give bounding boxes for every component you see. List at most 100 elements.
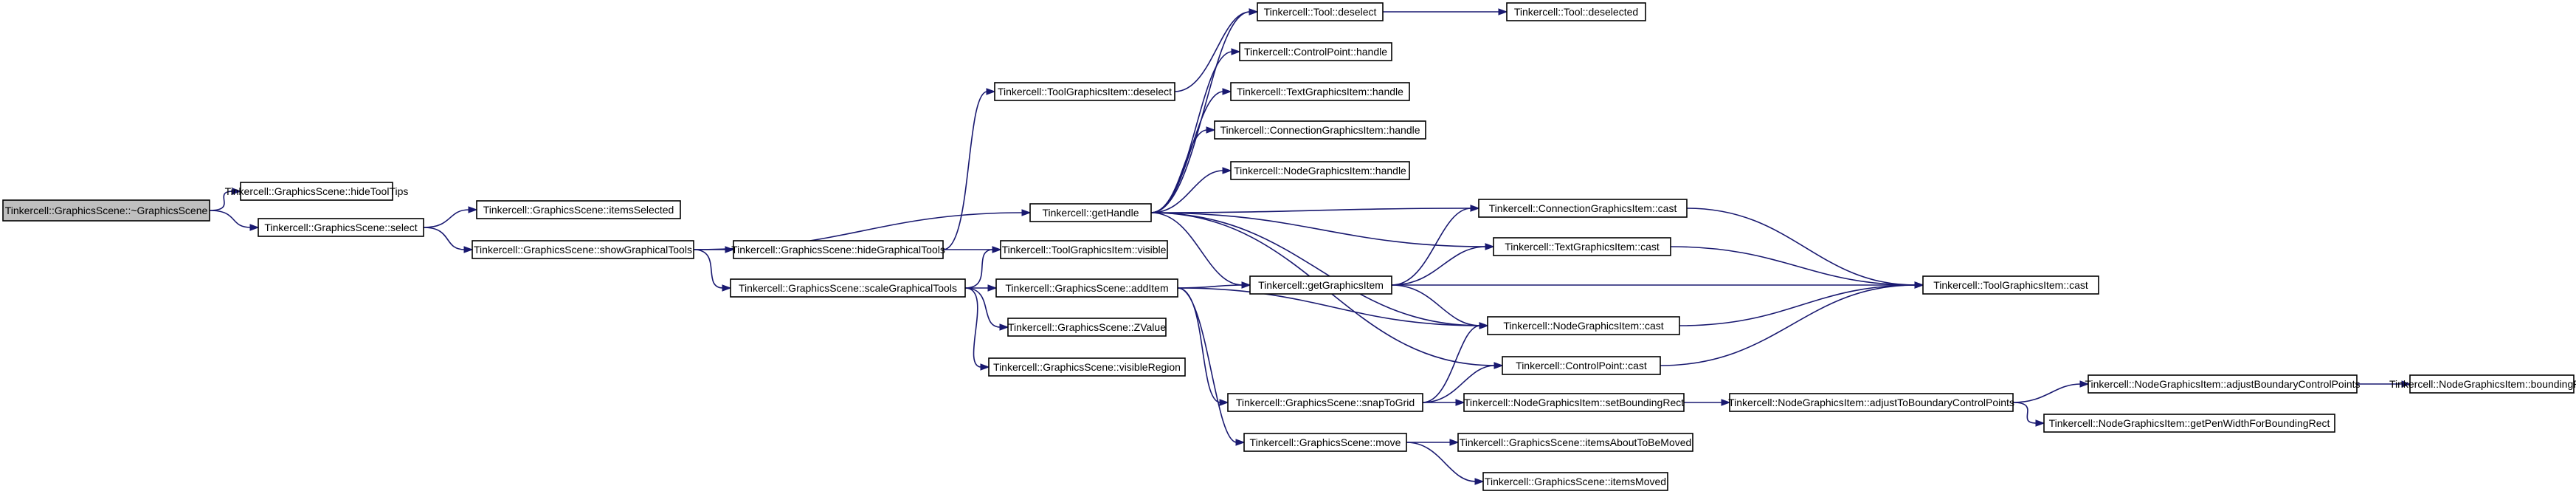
edge-arrowhead: [1494, 362, 1504, 369]
node-box: [730, 278, 966, 298]
graph-node[interactable]: Tinkercell::GraphicsScene::ZValue: [1007, 318, 1167, 337]
call-edge: [1150, 129, 1208, 213]
node-box: [1227, 393, 1423, 412]
node-box: [1007, 318, 1167, 337]
graph-node[interactable]: Tinkercell::ControlPoint::cast: [1502, 356, 1661, 375]
node-label: Tinkercell::NodeGraphicsItem::adjustBoun…: [2085, 378, 2361, 390]
graph-node[interactable]: Tinkercell::NodeGraphicsItem::cast: [1487, 316, 1680, 335]
edge-arrowhead: [232, 188, 242, 195]
edge-arrowhead: [725, 246, 735, 253]
node-label: Tinkercell::ConnectionGraphicsItem::hand…: [1220, 124, 1420, 136]
node-box: [1482, 472, 1668, 491]
edge-arrowhead: [2401, 380, 2411, 388]
edge-arrowhead: [987, 284, 998, 292]
node-label: Tinkercell::GraphicsScene::move: [1250, 436, 1401, 448]
call-edge: [1150, 212, 1481, 326]
graph-node[interactable]: Tinkercell::GraphicsScene::select: [258, 218, 424, 237]
graph-node[interactable]: Tinkercell::GraphicsScene::itemsSelected: [476, 200, 681, 219]
node-box: [240, 182, 393, 201]
node-label: Tinkercell::NodeGraphicsItem::handle: [1234, 165, 1406, 176]
graph-node[interactable]: Tinkercell::getHandle: [1029, 203, 1152, 222]
graph-node[interactable]: Tinkercell::GraphicsScene::addItem: [995, 278, 1178, 298]
graph-node[interactable]: Tinkercell::GraphicsScene::itemsAboutToB…: [1457, 433, 1693, 452]
graph-node[interactable]: Tinkercell::TextGraphicsItem::cast: [1493, 237, 1671, 256]
call-edge: [1391, 208, 1472, 286]
edge-arrowhead: [1206, 126, 1216, 134]
edges-layer: [209, 8, 2411, 485]
graph-node[interactable]: Tinkercell::GraphicsScene::visibleRegion: [988, 357, 1186, 377]
graph-node[interactable]: Tinkercell::GraphicsScene::itemsMoved: [1482, 472, 1668, 491]
graph-node[interactable]: Tinkercell::ToolGraphicsItem::visible: [1000, 240, 1168, 259]
node-label: Tinkercell::GraphicsScene::showGraphical…: [474, 244, 692, 256]
call-edge: [1660, 284, 1916, 366]
graph-node[interactable]: Tinkercell::GraphicsScene::scaleGraphica…: [730, 278, 966, 298]
edge-arrowhead: [1498, 8, 1508, 16]
call-edge: [964, 287, 1001, 328]
graph-node[interactable]: Tinkercell::ToolGraphicsItem::cast: [1922, 275, 2099, 295]
graph-node[interactable]: Tinkercell::NodeGraphicsItem::adjustToBo…: [1728, 393, 2014, 412]
edge-arrowhead: [986, 88, 996, 95]
graph-node[interactable]: Tinkercell::NodeGraphicsItem::handle: [1230, 161, 1410, 180]
call-edge: [1422, 325, 1481, 403]
call-edge: [1679, 284, 1916, 326]
call-edge: [1150, 208, 1472, 213]
node-label: Tinkercell::GraphicsScene::visibleRegion: [993, 361, 1181, 373]
node-box: [1029, 203, 1152, 222]
graph-node[interactable]: Tinkercell::GraphicsScene::showGraphical…: [472, 240, 694, 259]
graph-node[interactable]: Tinkercell::NodeGraphicsItem::setBoundin…: [1463, 393, 1685, 412]
call-edge: [964, 249, 994, 289]
node-label: Tinkercell::Tool::deselect: [1264, 6, 1377, 18]
node-label: Tinkercell::ConnectionGraphicsItem::cast: [1489, 202, 1677, 214]
call-edge: [1391, 284, 1481, 326]
node-label: Tinkercell::Tool::deselected: [1514, 6, 1638, 18]
call-edge: [1150, 212, 1487, 247]
node-box: [1243, 433, 1407, 452]
graph-node[interactable]: Tinkercell::NodeGraphicsItem::boundingRe…: [2389, 374, 2576, 394]
graph-node[interactable]: Tinkercell::GraphicsScene::snapToGrid: [1227, 393, 1423, 412]
node-box: [1487, 316, 1680, 335]
node-label: Tinkercell::TextGraphicsItem::handle: [1237, 86, 1403, 97]
node-box: [1257, 2, 1384, 21]
graph-node[interactable]: Tinkercell::GraphicsScene::hideToolTips: [225, 182, 409, 201]
graph-node[interactable]: Tinkercell::getGraphicsItem: [1249, 275, 1392, 295]
node-box: [1000, 240, 1168, 259]
node-box: [1463, 393, 1685, 412]
call-edge: [1177, 287, 1237, 443]
edge-arrowhead: [1249, 8, 1259, 16]
edge-arrowhead: [2035, 419, 2045, 427]
node-box: [1506, 2, 1646, 21]
node-box: [994, 82, 1175, 101]
node-label: Tinkercell::GraphicsScene::select: [264, 222, 417, 233]
call-edge: [2012, 402, 2037, 424]
edge-arrowhead: [1455, 399, 1465, 406]
edge-arrowhead: [980, 363, 990, 371]
node-box: [733, 240, 944, 259]
graph-node[interactable]: Tinkercell::Tool::deselected: [1506, 2, 1646, 21]
graph-node[interactable]: Tinkercell::ToolGraphicsItem::deselect: [994, 82, 1175, 101]
call-edge: [964, 287, 982, 368]
node-box: [1214, 120, 1426, 140]
edge-arrowhead: [1470, 205, 1480, 212]
graph-node[interactable]: Tinkercell::ConnectionGraphicsItem::cast: [1478, 199, 1688, 218]
node-box: [472, 240, 694, 259]
node-box: [476, 200, 681, 219]
graph-node[interactable]: Tinkercell::NodeGraphicsItem::getPenWidt…: [2043, 414, 2335, 433]
node-label: Tinkercell::ToolGraphicsItem::deselect: [998, 86, 1172, 97]
graph-node[interactable]: Tinkercell::NodeGraphicsItem::adjustBoun…: [2085, 374, 2361, 394]
graph-node[interactable]: Tinkercell::GraphicsScene::~GraphicsScen…: [2, 199, 210, 222]
node-box: [1249, 275, 1392, 295]
graph-node[interactable]: Tinkercell::TextGraphicsItem::handle: [1230, 82, 1410, 101]
edge-arrowhead: [999, 323, 1009, 331]
node-label: Tinkercell::GraphicsScene::hideToolTips: [225, 185, 409, 197]
node-label: Tinkercell::NodeGraphicsItem::cast: [1503, 320, 1663, 332]
call-edge: [1670, 246, 1916, 286]
edge-arrowhead: [1231, 48, 1241, 55]
graph-node[interactable]: Tinkercell::GraphicsScene::move: [1243, 433, 1407, 452]
graph-node[interactable]: Tinkercell::Tool::deselect: [1257, 2, 1384, 21]
graph-node[interactable]: Tinkercell::ConnectionGraphicsItem::hand…: [1214, 120, 1426, 140]
call-edge: [1150, 170, 1224, 213]
edge-arrowhead: [1219, 399, 1229, 406]
graph-node[interactable]: Tinkercell::GraphicsScene::hideGraphical…: [731, 240, 945, 259]
edge-arrowhead: [1222, 167, 1232, 174]
graph-node[interactable]: Tinkercell::ControlPoint::handle: [1239, 42, 1392, 61]
